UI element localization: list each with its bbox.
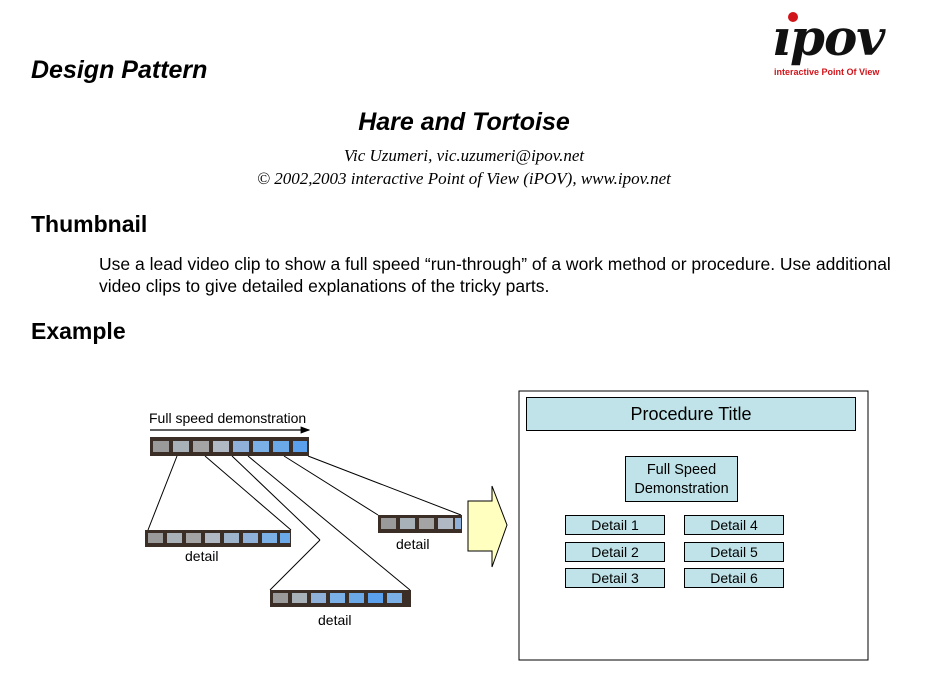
detail-box-1: Detail 1 bbox=[565, 515, 665, 535]
detail-box-2: Detail 2 bbox=[565, 542, 665, 562]
full-speed-label: Full speed demonstration bbox=[149, 410, 307, 426]
connector-lines bbox=[147, 455, 462, 591]
detail-label-3: detail bbox=[318, 612, 352, 628]
copyright-line: © 2002,2003 interactive Point of View (i… bbox=[257, 169, 671, 188]
logo-tagline: interactive Point Of View bbox=[774, 67, 880, 77]
detail-box-4: Detail 4 bbox=[684, 515, 784, 535]
detail-film-strip-2 bbox=[378, 515, 462, 533]
author-line: Vic Uzumeri, vic.uzumeri@ipov.net bbox=[343, 146, 585, 165]
detail-film-strip-1 bbox=[145, 530, 291, 547]
full-speed-box: Full Speed Demonstration bbox=[625, 456, 738, 502]
detail-box-6: Detail 6 bbox=[684, 568, 784, 588]
detail-film-strip-3 bbox=[270, 590, 411, 607]
big-arrow-icon bbox=[467, 485, 508, 568]
detail-label-1: detail bbox=[185, 548, 219, 564]
main-film-strip bbox=[150, 437, 309, 456]
thumbnail-heading: Thumbnail bbox=[31, 211, 148, 237]
pattern-label: Design Pattern bbox=[31, 56, 208, 84]
procedure-title-box: Procedure Title bbox=[526, 397, 856, 431]
detail-box-3: Detail 3 bbox=[565, 568, 665, 588]
logo-dot-icon bbox=[788, 12, 798, 22]
example-heading: Example bbox=[31, 318, 126, 344]
ipov-logo: ıpov interactive Point Of View bbox=[772, 8, 892, 80]
detail-box-5: Detail 5 bbox=[684, 542, 784, 562]
document-title: Hare and Tortoise bbox=[358, 108, 570, 136]
thumbnail-text: Use a lead video clip to show a full spe… bbox=[99, 254, 891, 296]
detail-label-2: detail bbox=[396, 536, 430, 552]
